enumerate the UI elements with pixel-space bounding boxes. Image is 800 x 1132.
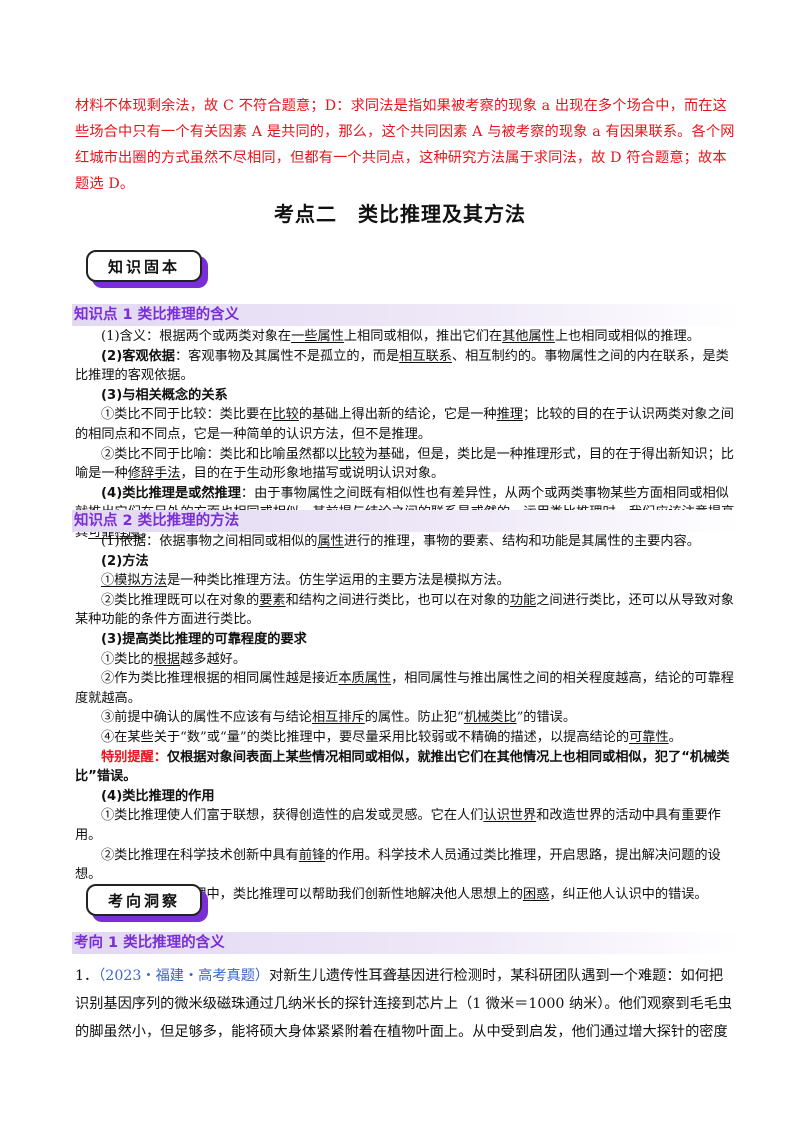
question-number: 1． [75, 968, 99, 984]
text: (1)含义：根据两个或两类对象在 [101, 329, 292, 344]
question-1: 1．（2023・福建・高考真题）对新生儿遗传性耳聋基因进行检测时，某科研团队遇到… [75, 962, 735, 1046]
question-text: 对新生儿遗传性耳聋基因进行检测时，某科研团队遇到一个难题：如何把识别基因序列的微… [75, 968, 733, 1040]
text: 和改造世界的活动中具有重要作用。 [75, 808, 721, 843]
paragraph-definition: (1)含义：根据两个或两类对象在一些属性上相同或相似，推出它们在其他属性上也相同… [75, 327, 735, 347]
text: ：客观事物及其属性不是孤立的，而是 [174, 348, 400, 364]
bold-label: (3)提高类比推理的可靠程度的要求 [101, 631, 307, 647]
knowledge-point-2-body: (1)依据：依据事物之间相同或相似的属性进行的推理，事物的要素、结构和功能是其属… [75, 532, 735, 904]
text: 进行的推理，事物的要素、结构和功能是其属性的主要内容。 [343, 534, 700, 549]
text: ①类比推理使人们富于联想，获得创造性的启发或灵感。它在人们 [101, 808, 484, 824]
section-heading-3: 考向 1 类比推理的含义 [72, 932, 740, 954]
badge-label: 知识固本 [86, 250, 202, 282]
paragraph-req-2: ②作为类比推理根据的相同属性越是接近本质属性，相同属性与推出属性之间的相关程度越… [75, 669, 735, 708]
text: ③前提中确认的属性不应该有与结论 [101, 710, 312, 726]
underlined-term: 根据 [153, 651, 181, 667]
paragraph-elements: ②类比推理既可以在对象的要素和结构之间进行类比，也可以在对象的功能之间进行类比，… [75, 591, 735, 630]
section-heading-text: 知识点 2 类比推理的方法 [74, 513, 240, 529]
badge-knowledge: 知识固本 [86, 250, 208, 288]
underlined-term: 前锋 [298, 847, 326, 863]
text: 。 [668, 729, 682, 745]
reminder-label: 特别提醒： [101, 749, 167, 765]
text: ①类比的 [101, 651, 154, 667]
text: 的作用。科学技术人员通过类比推理，开启思路，提出解决问题的设想。 [75, 847, 721, 883]
text: ，相同属性与推出属性之间的相关程度越高，结论的可靠程度就越高。 [75, 671, 734, 706]
text: ”的错误。 [516, 710, 577, 726]
paragraph-special-reminder: 特别提醒：仅根据对象间表面上某些情况相同或相似，就推出它们在其他情况上也相同或相… [75, 748, 735, 787]
section-heading-text: 考向 1 类比推理的含义 [74, 935, 225, 951]
section-heading-text: 知识点 1 类比推理的含义 [74, 307, 240, 323]
text: 的属性。防止犯“ [364, 710, 464, 726]
bold-label: (3)与相关概念的关系 [101, 387, 228, 403]
paragraph-relations-heading: (3)与相关概念的关系 [75, 386, 735, 406]
paragraph-req-4: ④在某些关于“数”或“量”的类比推理中，要尽量采用比较弱或不精确的描述，以提高结… [75, 728, 735, 748]
text: ；比较的目的在于认识两类对象之间的相同点和不同点，它是一种简单的认识方法，但不是… [75, 407, 734, 442]
paragraph-function-2: ②类比推理在科学技术创新中具有前锋的作用。科学技术人员通过类比推理，开启思路，提… [75, 846, 735, 885]
text: 的基础上得出新的结论，它是一种 [298, 407, 497, 423]
underlined-term: 可靠性 [629, 729, 669, 745]
section-heading-2: 知识点 2 类比推理的方法 [72, 510, 740, 532]
underlined-term: 推理 [496, 407, 523, 423]
paragraph-reliability-heading: (3)提高类比推理的可靠程度的要求 [75, 630, 735, 650]
paragraph-simulation: ①模拟方法是一种类比推理方法。仿生学运用的主要方法是模拟方法。 [75, 571, 735, 591]
text: 上相同或相似，推出它们在 [343, 329, 503, 344]
intro-answer-text: 材料不体现剩余法，故 C 不符合题意；D：求同法是指如果被考察的现象 a 出现在… [75, 98, 735, 192]
text: 为基础，但是，类比是一种推理形式，目的在于得出新知识；比喻是一种 [75, 446, 734, 482]
underlined-term: 相互联系 [399, 348, 452, 364]
underlined-term: ①模拟方法 [101, 573, 167, 589]
text: ①类比不同于比较：类比要在 [101, 407, 273, 423]
reminder-text: 仅根据对象间表面上某些情况相同或相似，就推出它们在其他情况上也相同或相似，犯了“… [75, 749, 730, 785]
paragraph-function-heading: (4)类比推理的作用 [75, 787, 735, 807]
paragraph-req-1: ①类比的根据越多越好。 [75, 650, 735, 670]
paragraph-objective-basis: (2)客观依据：客观事物及其属性不是孤立的，而是相互联系、相互制约的。事物属性之… [75, 347, 735, 386]
underlined-term: 其他属性 [502, 329, 555, 344]
badge-label: 考向洞察 [86, 884, 202, 916]
text: 越多越好。 [180, 651, 247, 667]
paragraph-basis: (1)依据：依据事物之间相同或相似的属性进行的推理，事物的要素、结构和功能是其属… [75, 532, 735, 552]
text: 之间进行类比，还可以从导致对象某种功能的条件方面进行类比。 [75, 592, 734, 628]
text: (1)依据：依据事物之间相同或相似的 [101, 534, 318, 549]
text: ，目的在于生动形象地描写或说明认识对象。 [180, 466, 445, 482]
text: ②作为类比推理根据的相同属性越是接近 [101, 671, 339, 687]
underlined-term: 相互排斥 [312, 710, 365, 726]
underlined-term: 要素 [259, 592, 286, 608]
text: ②类比不同于比喻：类比和比喻虽然都以 [101, 446, 339, 462]
text: 和结构之间进行类比，也可以在对象的 [285, 592, 510, 608]
bold-label: (4)类比推理的作用 [101, 788, 215, 804]
underlined-term: 比较 [272, 407, 299, 423]
underlined-term: 认识世界 [483, 808, 537, 824]
question-source: （2023・福建・高考真题） [98, 968, 270, 984]
underlined-term: 属性 [317, 534, 344, 549]
paragraph-req-3: ③前提中确认的属性不应该有与结论相互排斥的属性。防止犯“机械类比”的错误。 [75, 708, 735, 728]
text: ，纠正他人认识中的错误。 [549, 886, 708, 902]
paragraph-method-heading: (2)方法 [75, 552, 735, 572]
underlined-term: 功能 [509, 592, 537, 608]
text: 是一种类比推理方法。仿生学运用的主要方法是模拟方法。 [166, 573, 510, 589]
underlined-term: 一些属性 [291, 329, 344, 344]
section-heading-1: 知识点 1 类比推理的含义 [72, 304, 740, 326]
underlined-term: 比较 [338, 446, 365, 462]
bold-label: (4)类比推理是或然推理 [101, 485, 241, 501]
paragraph-vs-comparison: ①类比不同于比较：类比要在比较的基础上得出新的结论，它是一种推理；比较的目的在于… [75, 405, 735, 444]
paragraph-vs-metaphor: ②类比不同于比喻：类比和比喻虽然都以比较为基础，但是，类比是一种推理形式，目的在… [75, 445, 735, 484]
underlined-term: 机械类比 [463, 710, 517, 726]
underlined-term: 修辞手法 [127, 466, 181, 482]
page-title: 考点二 类比推理及其方法 [274, 202, 526, 226]
text: ②类比推理既可以在对象的 [101, 592, 260, 608]
paragraph-function-1: ①类比推理使人们富于联想，获得创造性的启发或灵感。它在人们认识世界和改造世界的活… [75, 806, 735, 845]
bold-label: (2)客观依据 [101, 348, 175, 364]
text: 上也相同或相似的推理。 [554, 329, 700, 344]
underlined-term: 本质属性 [338, 671, 392, 687]
badge-direction: 考向洞察 [86, 884, 208, 922]
text: ④在某些关于“数”或“量”的类比推理中，要尽量采用比较弱或不精确的描述，以提高结… [101, 729, 630, 745]
text: ②类比推理在科学技术创新中具有 [101, 847, 299, 863]
underlined-term: 困惑 [523, 886, 550, 902]
text: 、相互制约的。事物属性之间的内在联系，是类比推理的客观依据。 [75, 348, 729, 384]
bold-label: (2)方法 [101, 553, 149, 569]
